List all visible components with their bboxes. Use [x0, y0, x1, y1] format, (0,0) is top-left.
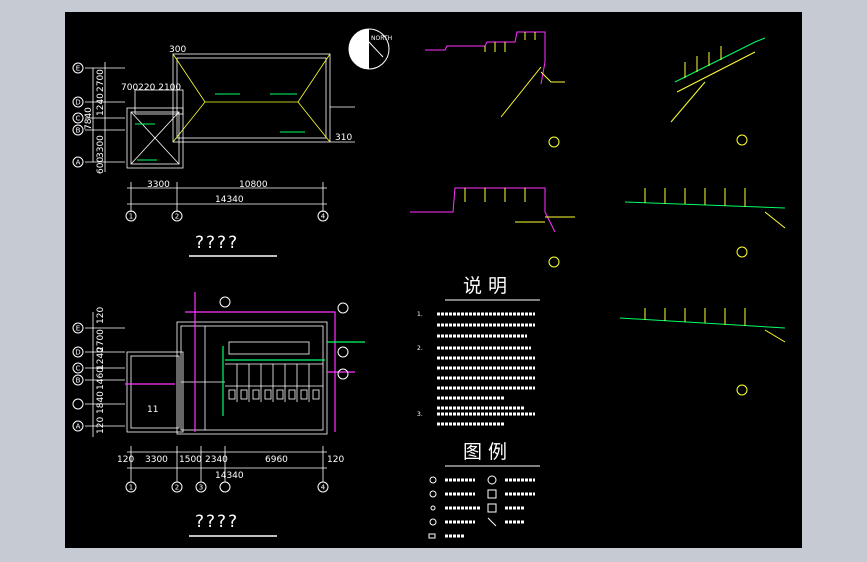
notes-section: 说 明 1. 2. 3.: [417, 275, 540, 426]
b-row-label-b: B: [76, 377, 81, 385]
bottom-floor-plan: [85, 312, 328, 482]
b-row-dim-5: 1840: [96, 391, 106, 414]
north-label: NORTH: [371, 35, 392, 42]
legend-symbols: [428, 475, 497, 539]
b-row-label-a: A: [76, 423, 81, 431]
note-item-3: 3.: [417, 411, 423, 418]
legend-section: 图 例: [428, 441, 540, 539]
top-plan-title: ????: [195, 233, 239, 253]
riser-diagrams: [410, 31, 786, 396]
col-label-4: 4: [321, 213, 326, 221]
bottom-plan-bubbles: [72, 296, 349, 493]
b-col-dim-6: 120: [327, 455, 344, 465]
col-total: 14340: [215, 195, 244, 205]
b-col-total: 14340: [215, 471, 244, 481]
legend-text-lines: [445, 478, 535, 538]
row-dim-4: 600: [96, 157, 106, 174]
row-dim-2: 1240: [96, 93, 106, 116]
col-label-1: 1: [129, 213, 133, 221]
b-col-label-4: 4: [321, 484, 326, 492]
col-label-2: 2: [175, 213, 179, 221]
row-label-e: E: [76, 65, 80, 73]
bottom-plan-title: ????: [195, 512, 239, 532]
b-col-dim-4: 2340: [205, 455, 228, 465]
top-plan-green-marks: [135, 93, 305, 161]
b-col-label-2: 2: [175, 484, 179, 492]
bottom-plan-pipes: [125, 292, 365, 432]
right-dim: 310: [335, 133, 352, 143]
legend-heading: 图 例: [463, 441, 507, 463]
row-label-d: D: [75, 99, 80, 107]
inner-dims: 700220 2100: [121, 83, 181, 93]
b-row-label-d: D: [75, 349, 80, 357]
b-col-label-3: 3: [199, 484, 203, 492]
b-row-dim-4: 1460: [96, 367, 106, 390]
top-plan-row-bubbles: [72, 62, 329, 222]
note-item-1: 1.: [417, 311, 423, 318]
row-total: 7840: [84, 107, 94, 130]
b-col-dim-2: 3300: [145, 455, 168, 465]
cad-drawing: E D C B A 1 2 4 300 700220 2100 310 3300…: [72, 28, 786, 539]
row-label-c: C: [76, 115, 81, 123]
room-label: 11: [147, 405, 158, 415]
top-axis-dim: 300: [169, 45, 186, 55]
b-row-dim-6: 120: [96, 417, 106, 434]
col-dim-2: 10800: [239, 180, 268, 190]
note-text-lines: [437, 312, 535, 426]
north-arrow: NORTH: [348, 28, 392, 70]
row-dim-3: 3300: [96, 135, 106, 158]
b-col-dim-3: 1500: [179, 455, 202, 465]
col-dim-1: 3300: [147, 180, 170, 190]
top-floor-plan: [85, 53, 355, 212]
row-label-a: A: [76, 159, 81, 167]
b-row-dim-2: 2700: [96, 329, 106, 352]
b-col-label-1: 1: [129, 484, 133, 492]
note-item-2: 2.: [417, 345, 423, 352]
b-row-label-c: C: [76, 365, 81, 373]
b-row-label-e: E: [76, 325, 80, 333]
b-col-dim-1: 120: [117, 455, 134, 465]
notes-heading: 说 明: [463, 275, 507, 297]
b-col-dim-5: 6960: [265, 455, 288, 465]
row-dim-1: 2700: [96, 69, 106, 92]
drawing-sheet: E D C B A 1 2 4 300 700220 2100 310 3300…: [65, 12, 802, 548]
b-row-dim-3: 1240: [96, 347, 106, 370]
row-label-b: B: [76, 127, 81, 135]
b-row-dim-1: 120: [96, 307, 106, 324]
